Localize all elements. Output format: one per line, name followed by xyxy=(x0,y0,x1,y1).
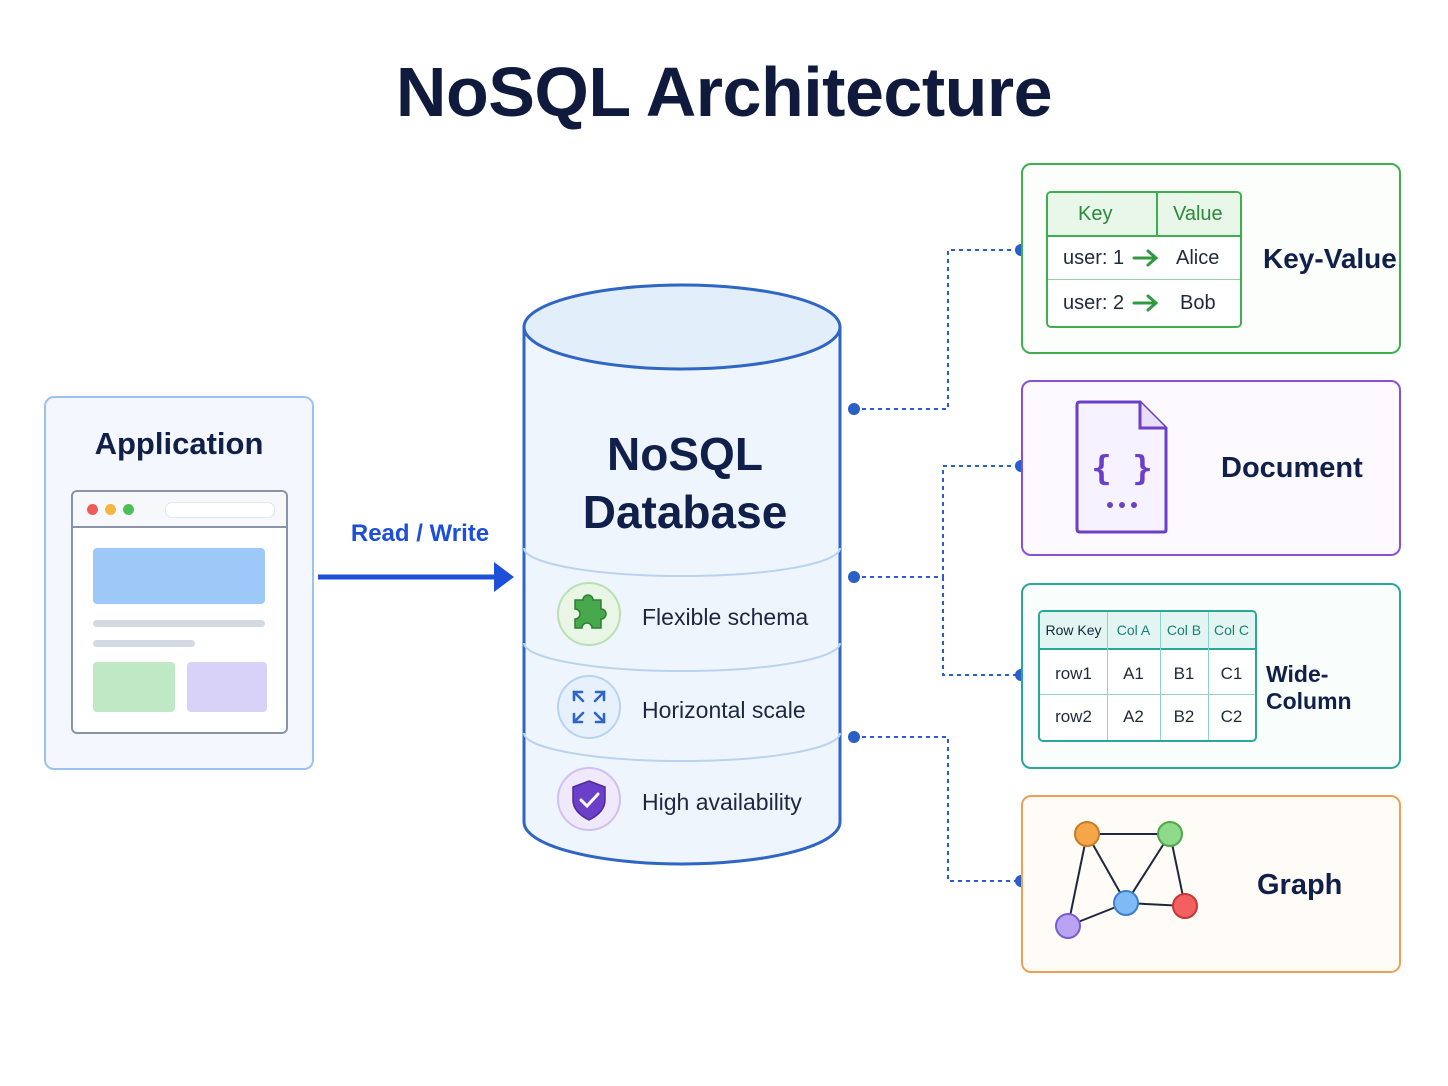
read-write-label: Read / Write xyxy=(350,520,490,547)
col-a-header: Col A xyxy=(1116,622,1151,638)
graph-node xyxy=(1055,913,1081,939)
header-divider xyxy=(1156,193,1158,235)
content-block xyxy=(93,662,175,712)
row-key-header: Row Key xyxy=(1045,622,1102,638)
arrow-right-icon xyxy=(1132,249,1159,312)
graph-node xyxy=(1074,821,1100,847)
key-value-label: Key-Value xyxy=(1263,243,1397,274)
application-label: Application xyxy=(94,426,264,461)
maximize-dot-icon xyxy=(123,504,134,515)
feature-horizontal-scale: Horizontal scale xyxy=(642,697,806,723)
table-cell: B2 xyxy=(1173,707,1195,726)
puzzle-icon xyxy=(557,582,621,646)
text-line xyxy=(93,620,265,627)
graph-node xyxy=(1157,821,1183,847)
wide-column-header xyxy=(1040,612,1255,650)
feature-flexible-schema: Flexible schema xyxy=(642,604,809,630)
wide-column-label: Wide-Column xyxy=(1266,661,1352,714)
content-block xyxy=(187,662,267,712)
connector-document xyxy=(854,465,1020,578)
content-block xyxy=(93,548,265,604)
key-column-header: Key xyxy=(1078,203,1113,225)
json-document-icon: { } xyxy=(1075,400,1168,534)
connector-wide-column xyxy=(942,577,1020,676)
kv-arrows xyxy=(1132,249,1159,312)
col-c-header: Col C xyxy=(1213,622,1249,638)
value-column-header: Value xyxy=(1173,203,1223,225)
row-divider xyxy=(1040,694,1255,695)
kv-key-cell: user: 1 xyxy=(1063,247,1125,269)
application-panel: Application xyxy=(44,396,314,770)
kv-key-cell: user: 2 xyxy=(1063,292,1125,314)
kv-value-cell: Alice xyxy=(1176,247,1220,269)
model-connectors xyxy=(854,249,1020,882)
graph-node xyxy=(1113,890,1139,916)
expand-arrows-icon xyxy=(557,675,621,739)
address-bar xyxy=(165,502,275,518)
browser-titlebar xyxy=(73,492,286,528)
wide-column-table: Row Key Col A Col B Col C row1 A1 B1 C1 … xyxy=(1038,610,1257,742)
connector-graph xyxy=(854,736,1020,882)
feature-high-availability: High availability xyxy=(642,789,802,815)
read-write-arrow xyxy=(318,562,514,592)
document-label: Document xyxy=(1221,452,1363,484)
connector-dots xyxy=(848,244,1027,887)
database-label-line1: NoSQL xyxy=(607,428,763,480)
kv-value-cell: Bob xyxy=(1180,292,1216,314)
col-divider xyxy=(1208,612,1209,740)
table-cell: row2 xyxy=(1055,707,1092,726)
table-cell: B1 xyxy=(1173,664,1195,683)
row-divider xyxy=(1048,279,1240,280)
col-divider xyxy=(1160,612,1161,740)
minimize-dot-icon xyxy=(105,504,116,515)
key-value-header xyxy=(1048,193,1240,237)
shield-check-icon xyxy=(557,767,621,831)
key-value-table: Key Value user: 1 Alice user: 2 Bob xyxy=(1046,191,1242,328)
graph-node xyxy=(1172,893,1198,919)
table-cell: A1 xyxy=(1123,664,1144,683)
page-title: NoSQL Architecture xyxy=(395,53,1053,131)
text-line xyxy=(93,640,195,647)
table-cell: A2 xyxy=(1123,707,1144,726)
close-dot-icon xyxy=(87,504,98,515)
database-label: NoSQL Database xyxy=(530,425,840,541)
col-divider xyxy=(1107,612,1108,740)
document-glyph: { } xyxy=(1091,449,1152,489)
graph-network-icon xyxy=(1055,821,1198,939)
table-cell: C1 xyxy=(1220,664,1243,683)
browser-window-icon xyxy=(71,490,288,734)
connector-key-value xyxy=(854,249,1020,410)
col-b-header: Col B xyxy=(1166,622,1202,638)
database-label-line2: Database xyxy=(582,486,788,538)
table-cell: C2 xyxy=(1220,707,1243,726)
graph-label: Graph xyxy=(1257,869,1343,901)
table-cell: row1 xyxy=(1055,664,1092,683)
